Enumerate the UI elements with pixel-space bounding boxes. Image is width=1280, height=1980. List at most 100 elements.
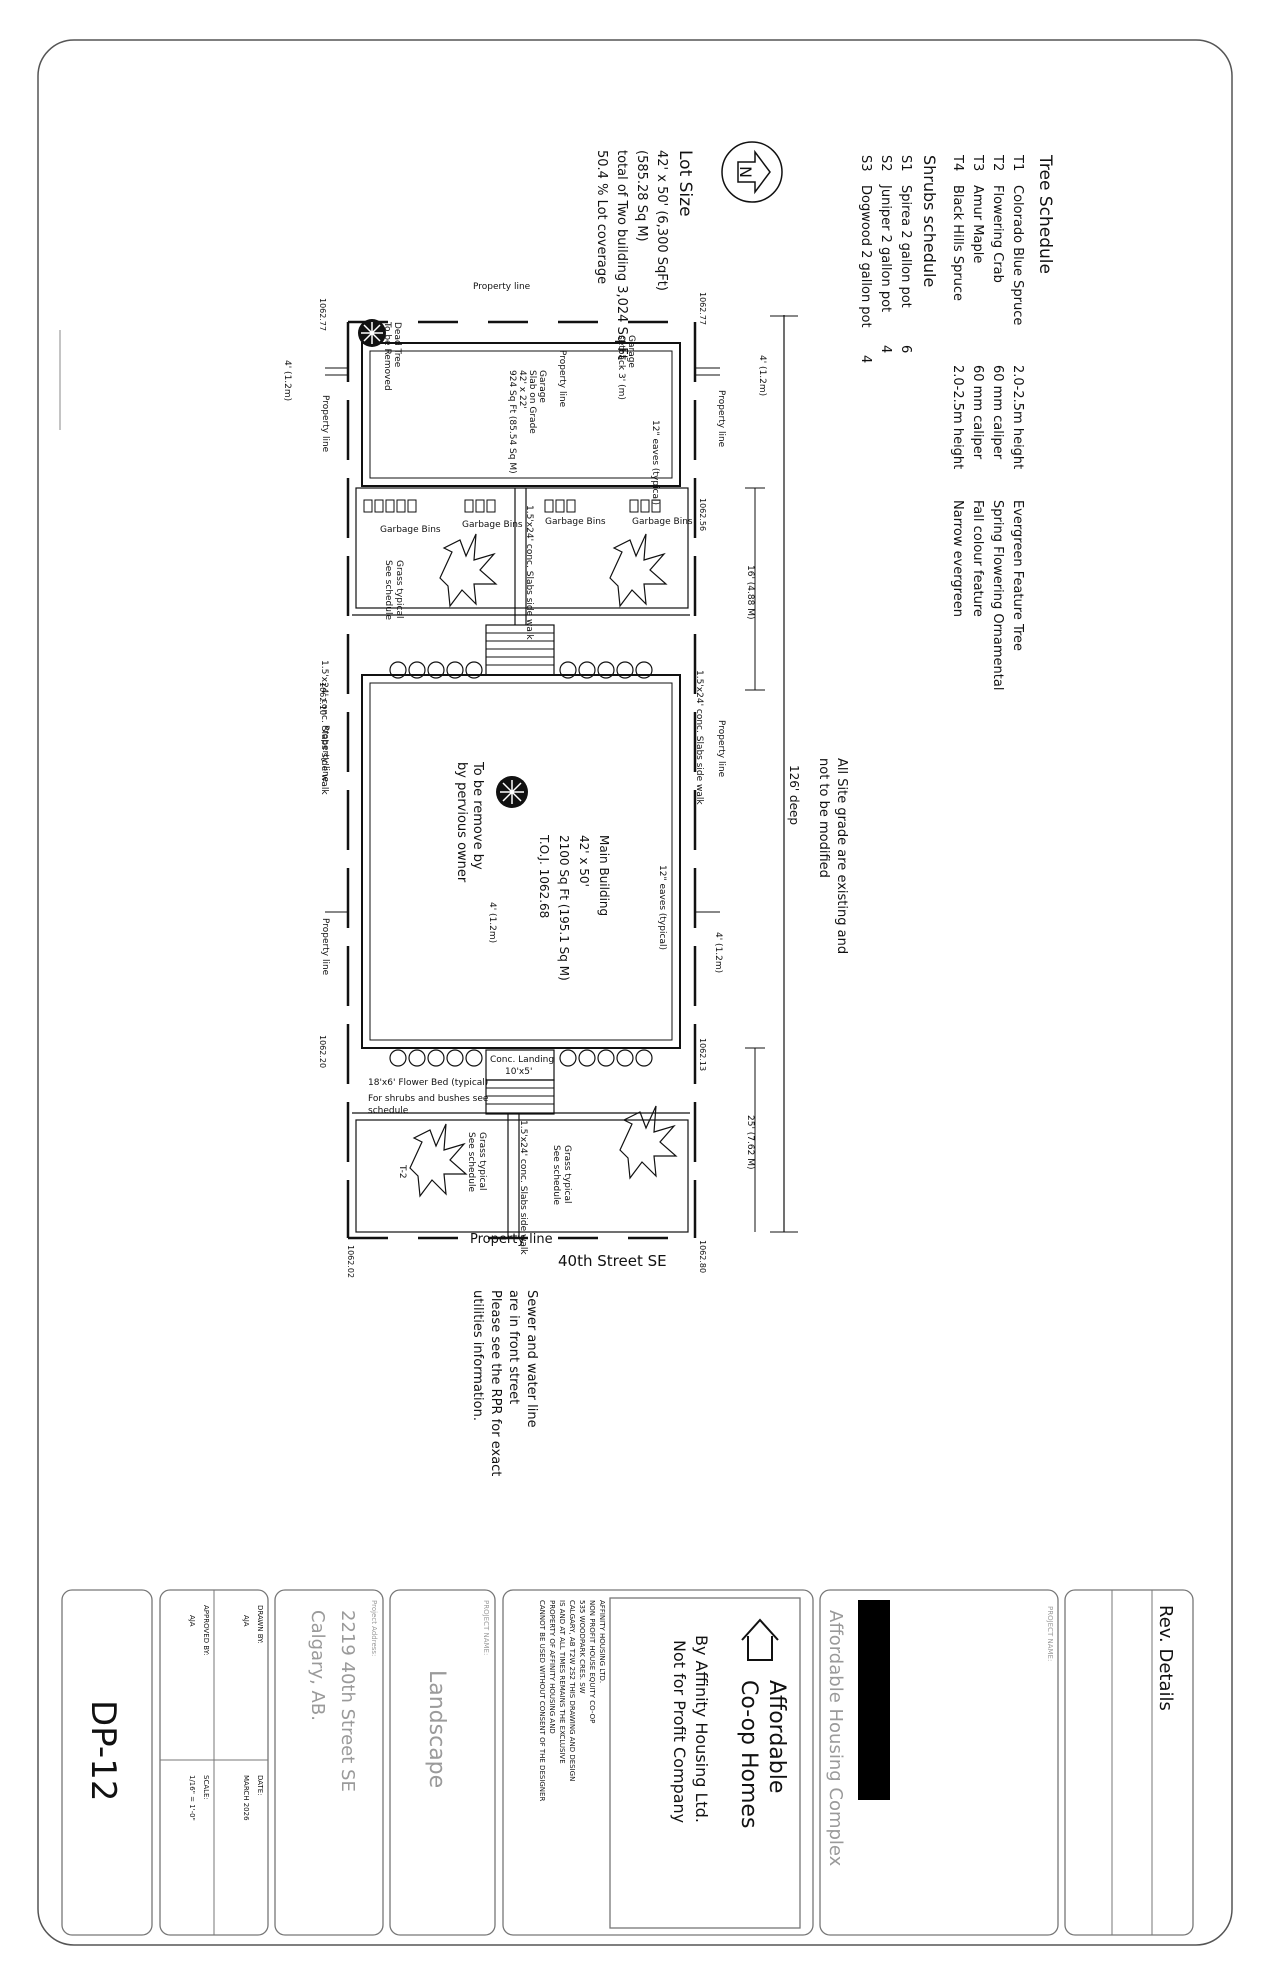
main-building-line: 42' x 50' bbox=[577, 835, 591, 887]
tree-note: Spring Flowering Ornamental bbox=[990, 500, 1005, 690]
scale-label: SCALE: bbox=[202, 1775, 210, 1800]
approved-by: AJA bbox=[188, 1615, 196, 1627]
garage-label: 924 Sq Ft (85.54 Sq M) bbox=[507, 370, 517, 474]
yard-zone-front bbox=[355, 1119, 689, 1233]
shrub-name: Dogwood 2 gallon pot bbox=[858, 185, 873, 328]
approved-label: APPROVED BY: bbox=[202, 1605, 210, 1655]
dimension-label: 25' (7.62 M) bbox=[745, 1115, 755, 1169]
tree-note: Fall colour feature bbox=[970, 500, 985, 617]
garbage-bins-label: Garbage Bins bbox=[380, 525, 441, 535]
elevation-label: 1062.56 bbox=[698, 498, 707, 531]
eaves-label: 12" eaves (typical) bbox=[657, 865, 667, 950]
tree-schedule: Tree Schedule T1 Colorado Blue Spruce 2.… bbox=[858, 154, 1055, 690]
setback-label: 4' (1.2m) bbox=[282, 360, 292, 401]
disclaimer-line: IS AND AT ALL TIMES REMAINS THE EXCLUSIV… bbox=[558, 1600, 566, 1764]
disclaimer-line: 535 WOODPARK CRES. SW bbox=[578, 1600, 586, 1694]
tree-front-west-icon bbox=[409, 1123, 468, 1198]
tree-rear-east-icon bbox=[609, 533, 668, 608]
property-line-label: Property line bbox=[473, 282, 531, 292]
sidewalk-label: 1.5'x24' conc. Slabs side walk bbox=[518, 1120, 528, 1255]
grass-label: Grass typical bbox=[394, 560, 404, 618]
garage-label: Garage bbox=[537, 370, 547, 403]
main-building-line: T.O.J. 1062.68 bbox=[537, 834, 551, 918]
sheet-number: DP-12 bbox=[83, 1700, 123, 1801]
shrub-code: S1 bbox=[898, 155, 913, 172]
rev-panel bbox=[1064, 1589, 1194, 1936]
date: MARCH 2026 bbox=[242, 1775, 250, 1821]
shrub-name: Juniper 2 gallon pot bbox=[878, 184, 893, 312]
property-line-label: Property line bbox=[557, 350, 567, 408]
removal-note-line: by pervious owner bbox=[454, 762, 469, 883]
tree-size: 2.0-2.5m height bbox=[950, 365, 965, 469]
garbage-bins-label: Garbage Bins bbox=[462, 520, 523, 530]
logo-box bbox=[609, 1597, 801, 1929]
dimension-label: 16' (4.88 M) bbox=[745, 565, 755, 619]
company-panel bbox=[502, 1589, 814, 1936]
site-grade-line: not to be modified bbox=[816, 758, 831, 878]
sheet-name: Landscape bbox=[424, 1670, 449, 1788]
dead-tree-label: Dead Tree bbox=[392, 322, 402, 368]
disclaimer-line: CANNOT BE USED WITHOUT CONSENT OF THE DE… bbox=[538, 1600, 546, 1801]
garage-label: Slab on Grade bbox=[527, 370, 537, 434]
house-logo-icon bbox=[741, 1618, 779, 1661]
eaves-label: 12" eaves (typical) bbox=[650, 420, 660, 505]
north-arrow: N bbox=[721, 141, 783, 203]
garbage-bins-label: Garbage Bins bbox=[632, 517, 693, 527]
rear-stairs bbox=[485, 624, 555, 676]
main-building-line: Main Building bbox=[597, 835, 611, 916]
lot-size-block: Lot Size 42' x 50' (6,300 SqFt) (585.28 … bbox=[594, 150, 695, 360]
lot-size-line: 50.4 % Lot coverage bbox=[594, 150, 609, 284]
address-label: Project Address: bbox=[370, 1600, 378, 1656]
shrub-code: S3 bbox=[858, 155, 873, 172]
main-building-eaves bbox=[369, 682, 673, 1041]
tree-note: Narrow evergreen bbox=[950, 500, 965, 617]
north-letter: N bbox=[736, 166, 755, 178]
redaction-bar bbox=[858, 1600, 890, 1800]
north-circle bbox=[721, 141, 783, 203]
grass-label: Grass typical bbox=[562, 1145, 572, 1203]
sewer-note: Sewer and water line are in front street… bbox=[470, 1290, 539, 1476]
elevation-label: 1062.13 bbox=[698, 1038, 707, 1071]
garage-eaves bbox=[369, 350, 673, 479]
address-line: Calgary, AB. bbox=[307, 1610, 328, 1721]
scale: 1/16" = 1'-0" bbox=[188, 1775, 196, 1821]
property-line-label: Property line bbox=[320, 395, 330, 453]
shrub-name: Spirea 2 gallon pot bbox=[898, 185, 913, 308]
sidewalk-label: 1.5'x24' conc. Slabs side walk bbox=[694, 670, 704, 805]
removal-note-line: To be remove by bbox=[470, 761, 485, 870]
project-name: Affordable Housing Complex bbox=[825, 1610, 846, 1867]
drawn-by-label: DRAWN BY: bbox=[256, 1605, 264, 1644]
sidewalk-label: 1.5'x24' conc. Slabs side walk bbox=[319, 660, 329, 795]
main-building-line: 2100 Sq Ft (195.1 Sq M) bbox=[557, 835, 571, 981]
elevation-label: 1062.20 bbox=[318, 1035, 327, 1068]
setback-arrows bbox=[325, 367, 765, 1232]
address-panel bbox=[274, 1589, 384, 1936]
property-line-label: Property line bbox=[320, 725, 330, 783]
project-name-panel bbox=[819, 1589, 1059, 1936]
disclaimer-line: CALGARY, AB T2W 2S2 THIS DRAWING AND DES… bbox=[568, 1600, 576, 1781]
tree-name: Flowering Crab bbox=[990, 185, 1005, 283]
grass-label: See schedule bbox=[466, 1132, 476, 1192]
flower-bed-note: For shrubs and bushes see bbox=[368, 1094, 489, 1104]
site-labels: Property line Property line 40th Street … bbox=[282, 282, 767, 1278]
tree-code: T2 bbox=[990, 154, 1005, 171]
tree-schedule-title: Tree Schedule bbox=[1035, 154, 1055, 274]
grass-label: Grass typical bbox=[477, 1132, 487, 1190]
grass-label: See schedule bbox=[383, 560, 393, 620]
tree-rear-west-icon bbox=[439, 533, 498, 608]
flower-bed-note: schedule bbox=[368, 1106, 409, 1116]
setback-label: 4' (1.2m) bbox=[487, 902, 497, 943]
site-grade-note: All Site grade are existing and not to b… bbox=[816, 758, 849, 954]
flower-bed-label: 18'x6' Flower Bed (typical) bbox=[368, 1078, 488, 1088]
setback-label: 4' (1.2m) bbox=[757, 355, 767, 396]
lot-size-line: 42' x 50' (6,300 SqFt) bbox=[654, 150, 669, 291]
shrub-row-rear bbox=[389, 661, 653, 679]
drawn-by: AJA bbox=[242, 1615, 250, 1627]
yard-zone-rear bbox=[355, 487, 689, 609]
property-line-street-label: Property line bbox=[470, 1232, 553, 1247]
street-label: 40th Street SE bbox=[558, 1252, 667, 1270]
garage-label: 42' x 22' bbox=[517, 370, 527, 409]
tree-name: Amur Maple bbox=[970, 185, 985, 263]
site-plan bbox=[325, 319, 765, 1240]
